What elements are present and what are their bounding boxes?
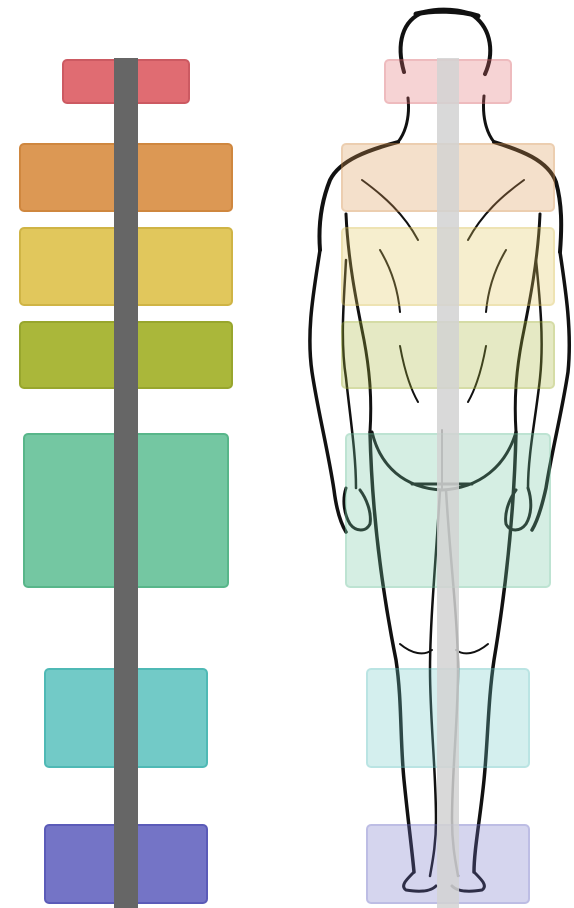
right-center-axis <box>437 58 459 908</box>
